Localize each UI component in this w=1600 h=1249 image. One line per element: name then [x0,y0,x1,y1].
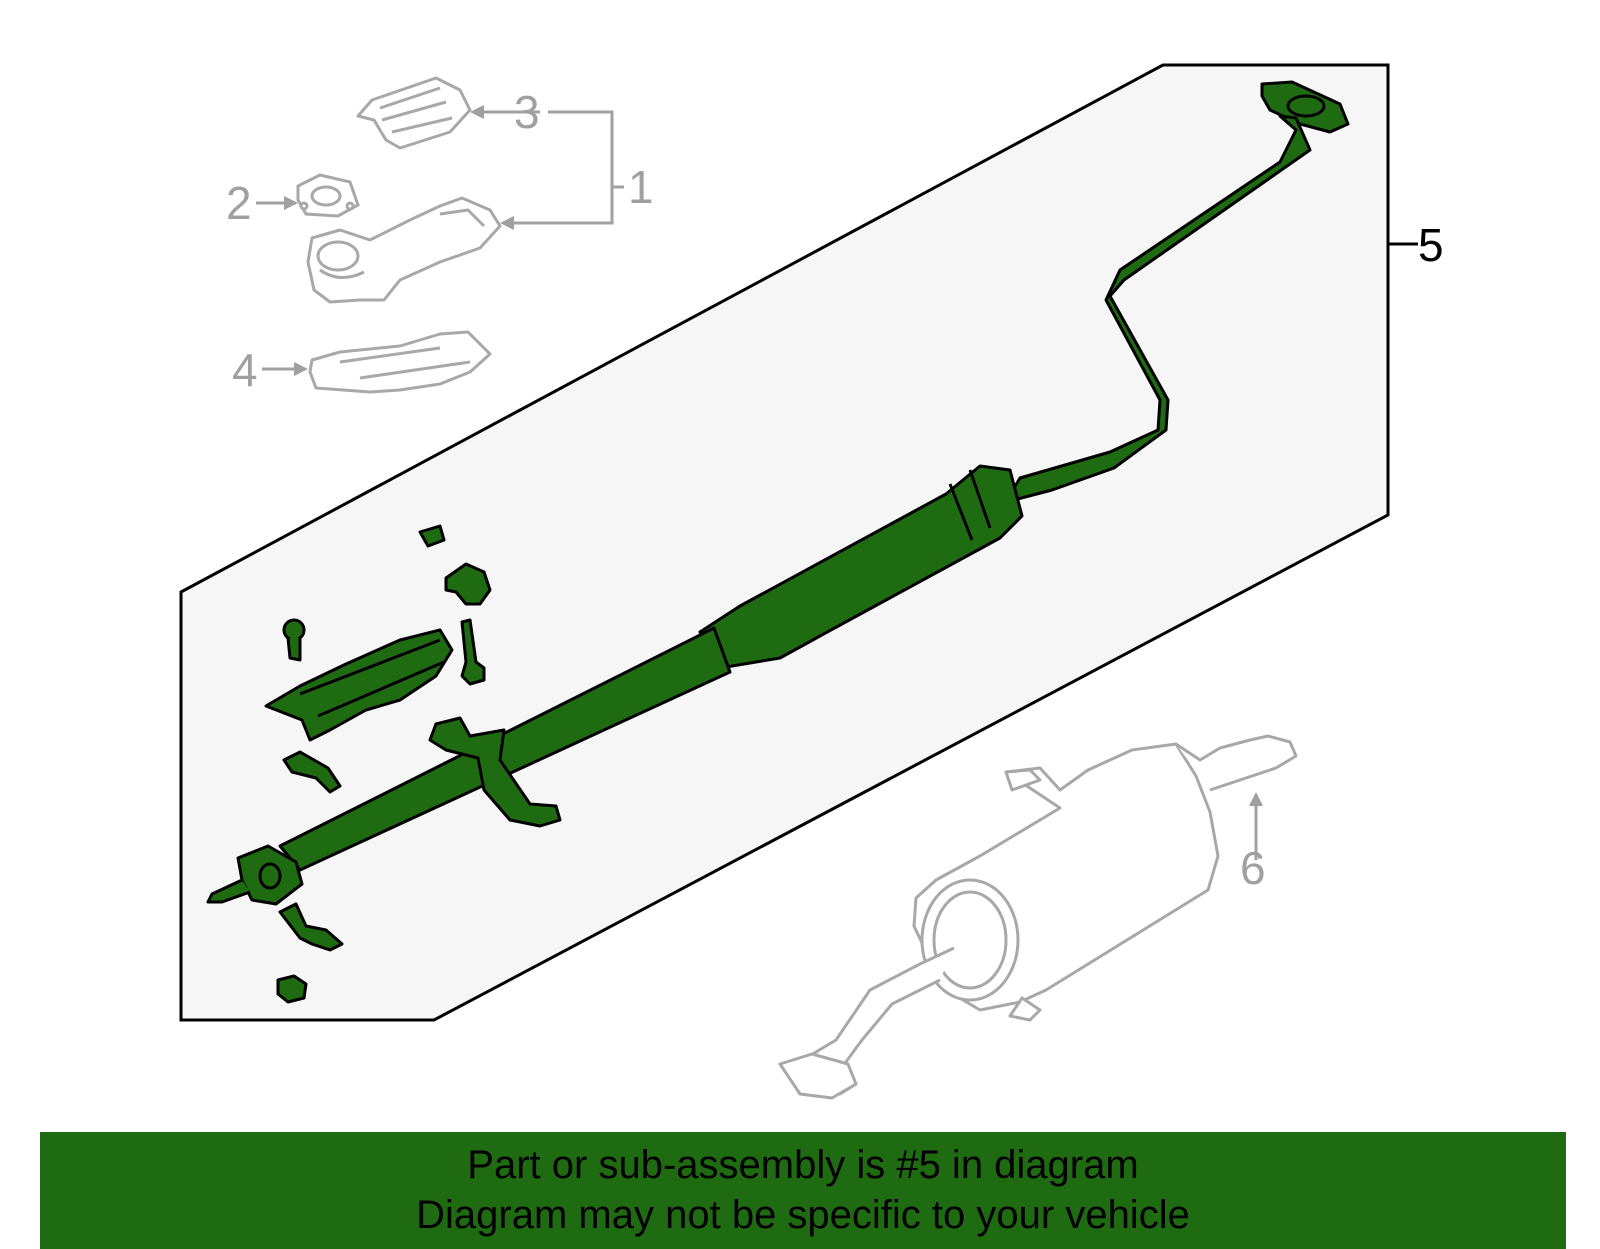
callout-label-3: 3 [514,86,540,138]
info-banner: Part or sub-assembly is #5 in diagram Di… [40,1132,1566,1249]
part-6-muffler[interactable] [778,734,1298,1100]
arrowheads-grey [284,105,1263,806]
banner-line-2: Diagram may not be specific to your vehi… [416,1193,1190,1237]
callout-label-2: 2 [226,177,252,229]
callout-label-1: 1 [628,161,654,213]
callout-label-4: 4 [232,344,258,396]
callout-label-5: 5 [1418,219,1444,271]
part-5-exhaust-pipe[interactable] [206,80,1350,1004]
part-1-exhaust-manifold[interactable] [306,196,502,304]
callout-label-6: 6 [1240,842,1266,894]
banner-line-1: Part or sub-assembly is #5 in diagram [467,1143,1139,1187]
part-4-lower-heat-shield[interactable] [308,330,492,394]
part-3-heat-shield[interactable] [356,76,472,150]
part-2-gasket[interactable] [296,173,360,218]
